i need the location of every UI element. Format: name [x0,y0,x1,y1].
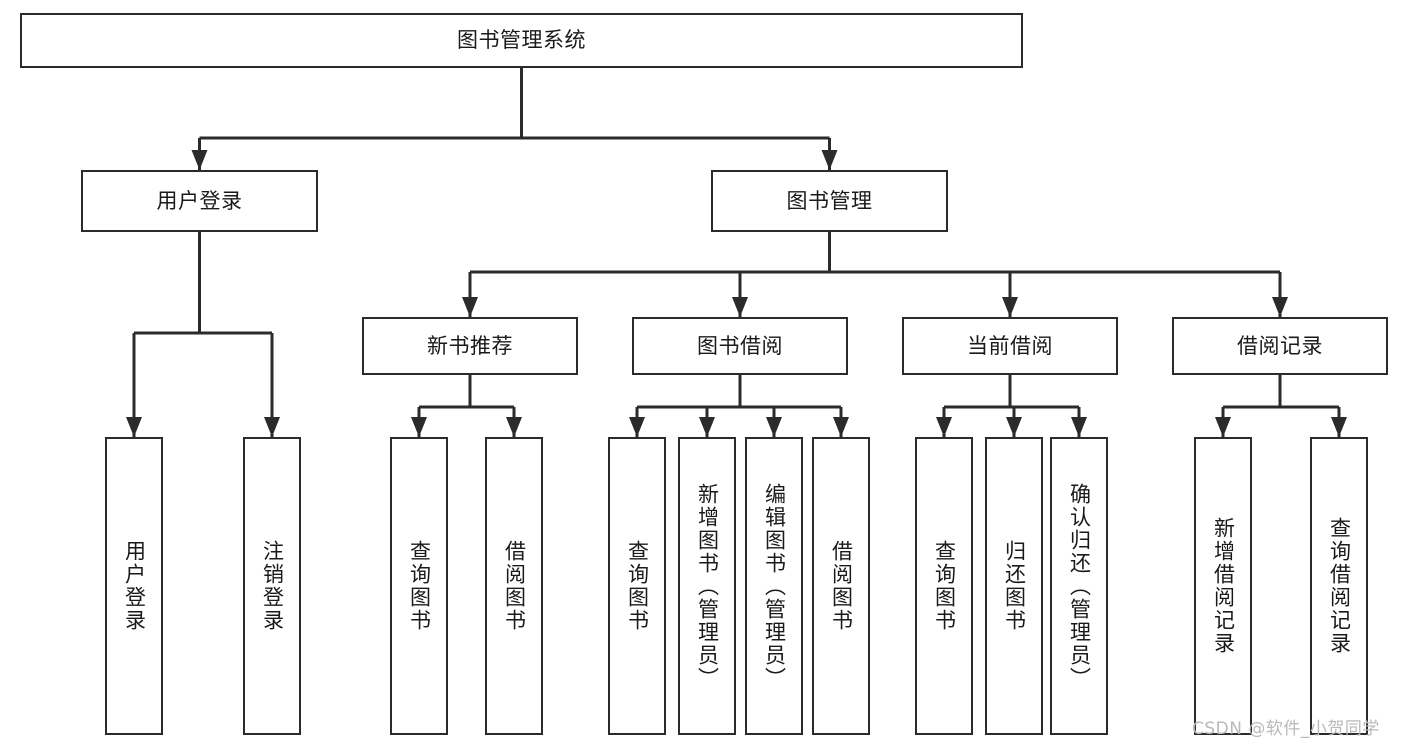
arrowhead-borrow [732,297,748,317]
node-label-leaf-user-logout: 注销登录 [260,540,285,632]
node-label-leaf-bo-borrow: 借阅图书 [829,540,854,632]
node-label-bookmgmt: 图书管理 [786,188,873,213]
arrowhead-leaf-cu-query [936,417,952,437]
arrowhead-leaf-nb-borrow [506,417,522,437]
arrowhead-leaf-bo-edit [766,417,782,437]
arrowhead-leaf-user-logout [264,417,280,437]
node-label-leaf-bo-add: 新增图书（管理员） [695,482,720,690]
node-leaf-re-add[interactable]: 新增借阅记录 [1194,437,1252,735]
arrowhead-bookmgmt [821,150,838,170]
node-label-leaf-bo-query: 查询图书 [625,540,650,632]
arrowhead-leaf-cu-return [1006,417,1022,437]
arrowhead-record [1272,297,1288,317]
node-bookmgmt[interactable]: 图书管理 [711,170,948,232]
arrowhead-leaf-user-login [126,417,142,437]
node-label-leaf-cu-query: 查询图书 [932,540,957,632]
arrowhead-leaf-nb-query [411,417,427,437]
node-leaf-bo-add[interactable]: 新增图书（管理员） [678,437,736,735]
node-label-root: 图书管理系统 [457,28,586,53]
arrowhead-login [191,150,208,170]
node-label-leaf-re-add: 新增借阅记录 [1211,517,1236,655]
node-login[interactable]: 用户登录 [81,170,318,232]
node-leaf-bo-borrow[interactable]: 借阅图书 [812,437,870,735]
arrowhead-leaf-bo-add [699,417,715,437]
node-label-borrow: 图书借阅 [697,333,783,358]
node-label-leaf-re-query: 查询借阅记录 [1327,517,1352,655]
node-label-leaf-cu-confirm: 确认归还（管理员） [1067,482,1092,690]
node-leaf-cu-return[interactable]: 归还图书 [985,437,1043,735]
node-leaf-cu-query[interactable]: 查询图书 [915,437,973,735]
node-label-current: 当前借阅 [967,333,1053,358]
node-root[interactable]: 图书管理系统 [20,13,1023,68]
arrowhead-leaf-cu-confirm [1071,417,1087,437]
arrowhead-leaf-re-query [1331,417,1347,437]
node-label-leaf-bo-edit: 编辑图书（管理员） [762,482,787,690]
node-leaf-bo-query[interactable]: 查询图书 [608,437,666,735]
node-label-record: 借阅记录 [1237,333,1323,358]
arrowhead-newbook [462,297,478,317]
node-leaf-cu-confirm[interactable]: 确认归还（管理员） [1050,437,1108,735]
node-leaf-nb-query[interactable]: 查询图书 [390,437,448,735]
node-leaf-nb-borrow[interactable]: 借阅图书 [485,437,543,735]
arrowhead-leaf-re-add [1215,417,1231,437]
arrowhead-current [1002,297,1018,317]
node-leaf-bo-edit[interactable]: 编辑图书（管理员） [745,437,803,735]
node-label-leaf-user-login: 用户登录 [122,540,147,632]
node-label-newbook: 新书推荐 [427,333,513,358]
node-newbook[interactable]: 新书推荐 [362,317,578,375]
node-leaf-re-query[interactable]: 查询借阅记录 [1310,437,1368,735]
node-leaf-user-logout[interactable]: 注销登录 [243,437,301,735]
node-label-leaf-nb-borrow: 借阅图书 [502,540,527,632]
arrowhead-leaf-bo-query [629,417,645,437]
node-label-login: 用户登录 [156,188,243,213]
arrowhead-leaf-bo-borrow [833,417,849,437]
node-leaf-user-login[interactable]: 用户登录 [105,437,163,735]
node-current[interactable]: 当前借阅 [902,317,1118,375]
node-label-leaf-nb-query: 查询图书 [407,540,432,632]
node-record[interactable]: 借阅记录 [1172,317,1388,375]
node-borrow[interactable]: 图书借阅 [632,317,848,375]
node-label-leaf-cu-return: 归还图书 [1002,540,1027,632]
